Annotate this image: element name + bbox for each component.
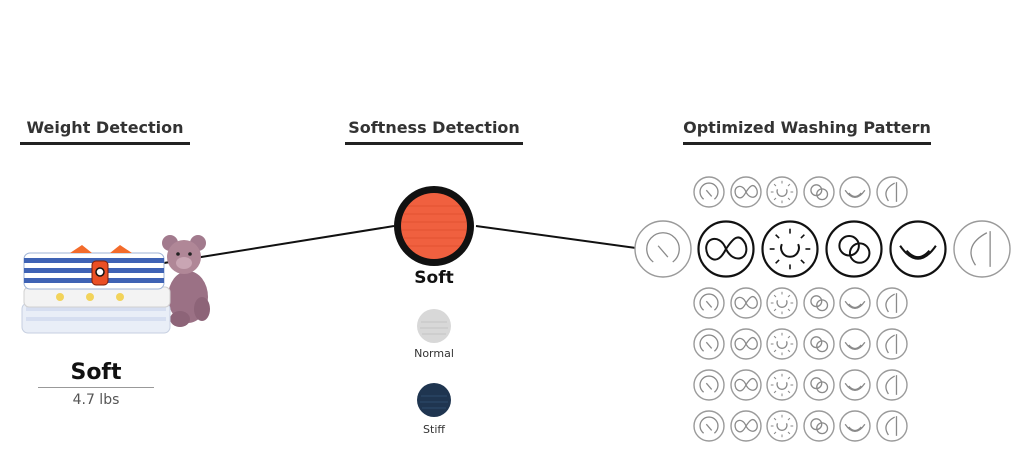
tumble-icon: [875, 410, 908, 442]
scrubbing-icon: [766, 328, 798, 360]
laundry-pile-illustration: [21, 235, 210, 334]
swing-icon: [697, 220, 755, 278]
pattern-title: Optimized Washing Pattern: [683, 118, 931, 137]
weight-softness-value: Soft: [70, 360, 122, 385]
stiff-fabric-swatch: [417, 383, 451, 417]
rolling-stepping-icon: [802, 176, 835, 208]
pattern-heading: Optimized Washing Pattern: [683, 118, 931, 145]
soft-fabric-swatch: [394, 186, 474, 266]
folded-clothes-icon: [21, 245, 171, 334]
rolling-icon: [693, 328, 725, 360]
weight-sensor-icon: [91, 260, 109, 286]
swing-icon: [729, 287, 762, 319]
weight-detection-title: Weight Detection: [26, 118, 184, 137]
weight-divider: [38, 387, 154, 388]
swing-filtration-icon: [839, 328, 871, 360]
normal-fabric-swatch: [417, 309, 451, 343]
rolling-icon: [693, 369, 725, 401]
weight-detection-heading: Weight Detection: [20, 118, 190, 145]
rolling-stepping-icon: [825, 220, 883, 278]
softness-detection-heading: Softness Detection: [345, 118, 523, 145]
rolling-icon: [693, 176, 725, 208]
scrubbing-icon: [766, 410, 798, 442]
scrubbing-icon: [766, 287, 798, 319]
normal-label: Normal: [414, 347, 454, 360]
tumble-icon: [875, 176, 908, 208]
stiff-label: Stiff: [423, 423, 445, 436]
rolling-icon: [693, 410, 725, 442]
rolling-stepping-icon: [802, 369, 835, 401]
tumble-icon: [875, 328, 908, 360]
rolling-stepping-icon: [802, 328, 835, 360]
swing-icon: [729, 328, 762, 360]
rolling-stepping-icon: [802, 287, 835, 319]
teddy-bear-icon: [162, 235, 210, 327]
softness-heading-underline: [345, 142, 523, 145]
swing-filtration-icon: [889, 220, 947, 278]
weight-heading-underline: [20, 142, 190, 145]
softness-selected-label: Soft: [414, 268, 454, 288]
swing-icon: [729, 410, 762, 442]
swing-filtration-icon: [839, 176, 871, 208]
connector-softness-pattern: [475, 225, 637, 249]
scrubbing-icon: [766, 369, 798, 401]
scrubbing-icon: [761, 220, 819, 278]
rolling-stepping-icon: [802, 410, 835, 442]
swing-icon: [729, 176, 762, 208]
softness-detection-title: Softness Detection: [348, 118, 520, 137]
pattern-heading-underline: [683, 142, 931, 145]
tumble-icon: [875, 287, 908, 319]
tumble-icon: [953, 220, 1011, 278]
swing-filtration-icon: [839, 287, 871, 319]
swing-filtration-icon: [839, 369, 871, 401]
weight-amount: 4.7 lbs: [72, 392, 120, 408]
tumble-icon: [875, 369, 908, 401]
scrubbing-icon: [766, 176, 798, 208]
rolling-icon: [634, 220, 692, 278]
swing-icon: [729, 369, 762, 401]
swing-filtration-icon: [839, 410, 871, 442]
rolling-icon: [693, 287, 725, 319]
weight-result: Soft 4.7 lbs: [38, 360, 154, 408]
